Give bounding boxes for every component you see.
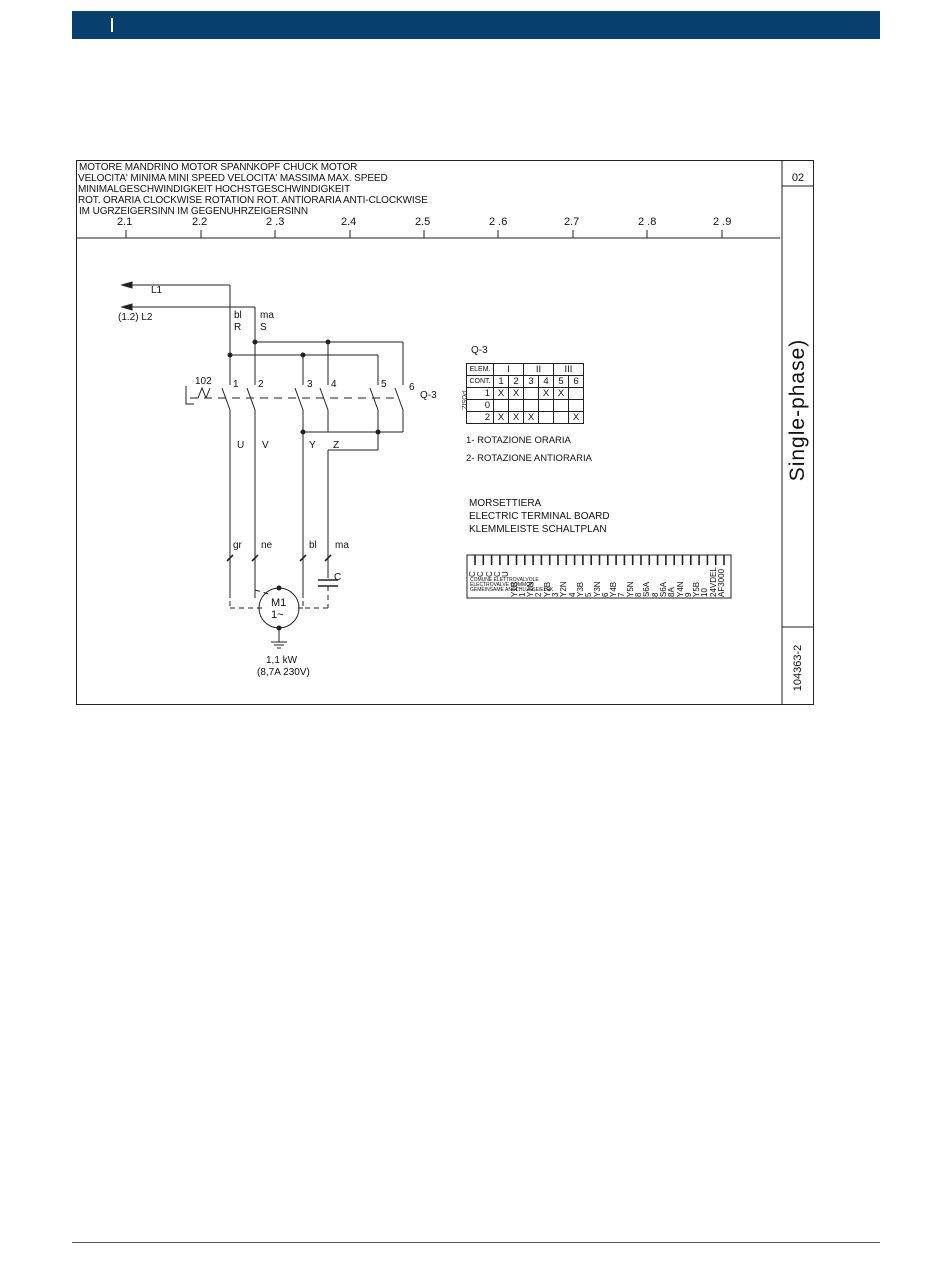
q3-group-ii: II [523,363,554,376]
terminal-title-de: KLEMMLEISTE SCHALTPLAN [469,524,607,535]
header-line-4: ROT. ORARIA CLOCKWISE ROTATION ROT. ANTI… [78,195,428,206]
drawing-frame [76,160,814,705]
q3-mark [553,399,569,412]
q3-legend-2: 2- ROTAZIONE ANTIORARIA [466,453,592,464]
column-tick: 2 .6 [489,216,508,228]
motor-phase: 1~ [271,609,284,621]
phase-r: R [234,322,242,333]
q3-mark: X [538,387,554,400]
footer-rule [72,1242,880,1243]
column-tick: 2 .9 [713,216,732,228]
q3-contact: 4 [538,375,554,388]
column-tick: 2 .8 [638,216,657,228]
header-line-5: IM UGRZEIGERSINN IM GEGENUHRZEIGERSINN [79,206,308,217]
terminal-cell: Y2N [559,581,569,597]
terminal-cell: AF3000 [717,568,726,597]
q3-legend-1: 1- ROTAZIONE ORARIA [466,435,571,446]
terminal-footer-2: ELECTROVALVE COMMON [470,582,534,588]
q3-mark: X [553,387,569,400]
contact-2: 2 [258,379,264,390]
wire-color-ma-top: ma [260,310,274,321]
column-tick: 2.5 [415,216,431,228]
label-l2: (1.2) L2 [118,312,153,323]
wire-color-bl-bottom: bl [309,540,317,551]
terminal-footer-3: GEMEINSAME ANSCHLUSSE/ELEK [470,587,554,593]
terminal-title-en: ELECTRIC TERMINAL BOARD [469,511,610,522]
q3-mark [553,411,569,424]
header-line-2: VELOCITA' MINIMA MINI SPEED VELOCITA' MA… [78,173,388,184]
q3-mark [508,399,524,412]
q3-mark [538,399,554,412]
output-y: Y [309,440,316,451]
q3-contact: 3 [523,375,539,388]
q3-mark [493,399,509,412]
q3-contact: 6 [568,375,584,388]
q3-mark: X [493,387,509,400]
q3-contact: 5 [553,375,569,388]
wire-color-ma-bottom: ma [335,540,349,551]
q3-cont-header: CONT. [466,375,494,388]
column-tick: 2.2 [192,216,208,228]
output-v: V [262,440,269,451]
sheet-number: 02 [791,172,805,184]
output-u: U [237,440,245,451]
q3-mark [568,399,584,412]
q3-switch-table: ELEM. I II III CONT. 1 2 3 4 5 6 POSIZ. … [460,363,584,424]
top-banner [72,11,880,39]
contact-1: 1 [233,379,239,390]
output-z: Z [333,440,340,451]
motor-rating: (8,7A 230V) [257,667,310,678]
terminal-cell: 5 [584,592,594,597]
q3-mark: X [568,411,584,424]
phase-s: S [260,322,267,333]
contact-6: 6 [409,382,415,393]
q3-mark [523,387,539,400]
q3-contact: 1 [493,375,509,388]
wire-color-bl-top: bl [234,310,242,321]
capacitor-label: C [334,572,342,583]
switch-name: Q-3 [420,390,437,401]
terminal-cell: S6A [642,581,652,597]
terminal-title-it: MORSETTIERA [469,498,542,509]
column-tick: 2.7 [564,216,580,228]
header-line-3: MINIMALGESCHWINDIGKEIT HOCHSTGESCHWINDIG… [78,184,351,195]
q3-mark: X [493,411,509,424]
terminal-footer-1: COMUNE ELETTROVALVOLE [470,577,539,583]
q3-mark [523,399,539,412]
q3-contact: 2 [508,375,524,388]
q3-mark [538,411,554,424]
q3-elem-header: ELEM. [466,363,494,376]
q3-mark [568,387,584,400]
wire-color-gr: gr [233,540,242,551]
q3-mark: X [508,387,524,400]
label-l1: L1 [151,285,163,296]
q3-mark: X [523,411,539,424]
q3-posiz-label: POSIZ. [460,391,466,411]
q3-group-i: I [493,363,524,376]
wire-color-ne: ne [261,540,273,551]
terminal-cell: 8A [667,587,677,597]
column-tick: 2.4 [341,216,357,228]
switch-id: 102 [195,376,212,387]
q3-pos: 1 [484,388,490,399]
q3-pos: 0 [466,399,494,412]
contact-3: 3 [307,379,313,390]
header-line-1: MOTORE MANDRINO MOTOR SPANNKOPF CHUCK MO… [79,162,358,173]
contact-4: 4 [331,379,337,390]
column-tick: 2 .3 [266,216,285,228]
contact-5: 5 [381,379,387,390]
q3-mark: X [508,411,524,424]
q3-title: Q-3 [471,345,488,356]
q3-pos-cell: POSIZ. 1 [460,387,494,411]
motor-label: M1 [271,597,287,609]
q3-pos: 2 [466,411,494,424]
column-tick: 2.1 [117,216,133,228]
q3-group-iii: III [553,363,584,376]
motor-power: 1,1 kW [266,655,298,666]
banner-marker [111,18,113,32]
